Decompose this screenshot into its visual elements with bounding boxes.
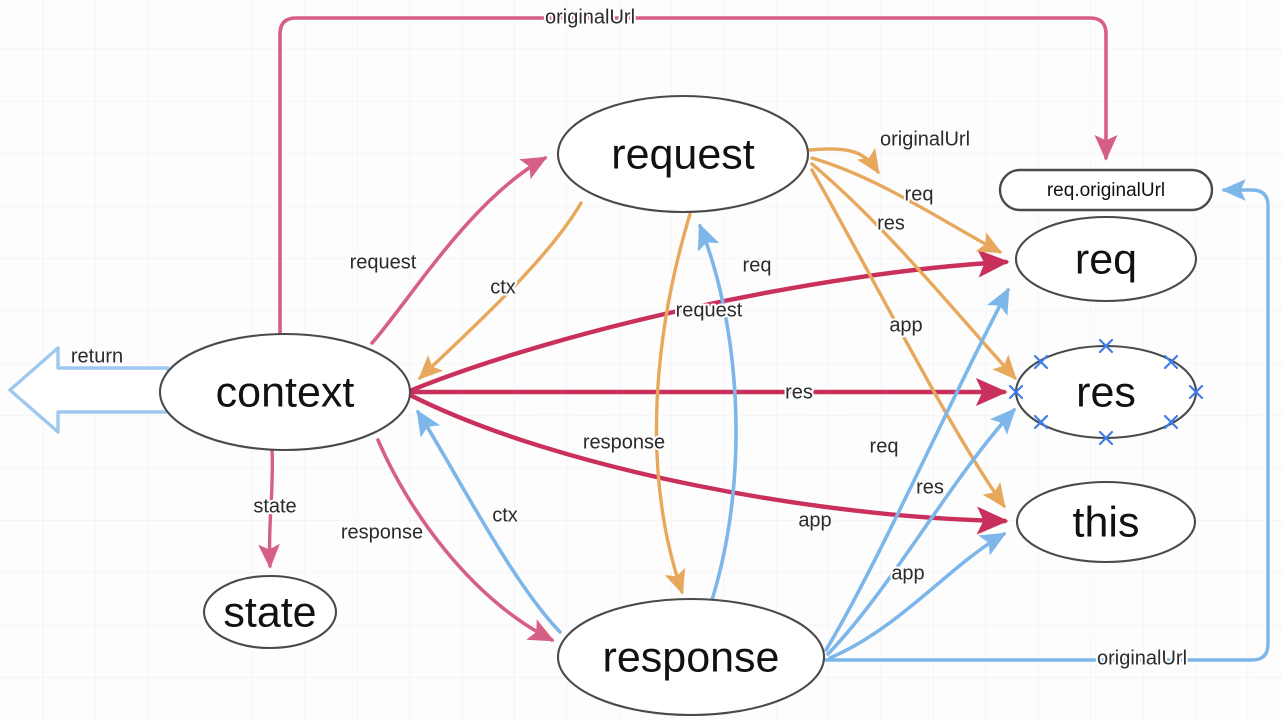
edge-response-to-request[interactable] — [697, 223, 738, 602]
resize-handle-se[interactable] — [1163, 414, 1179, 430]
resize-handle-e[interactable] — [1188, 384, 1204, 400]
node-request[interactable]: request — [556, 94, 810, 214]
edge-label-response-ctx: ctx — [492, 504, 518, 526]
node-state-label: state — [223, 588, 316, 636]
node-req[interactable]: req — [1014, 215, 1198, 303]
edge-context-to-request[interactable] — [370, 156, 548, 345]
edge-request-to-context-ctx[interactable] — [418, 201, 583, 380]
edge-label-context-request: request — [350, 251, 417, 273]
edge-request-to-req-originalurl[interactable] — [808, 147, 880, 175]
edge-label-request-originalurl: originalUrl — [880, 128, 970, 150]
node-response[interactable]: response — [556, 597, 826, 717]
node-this-label: this — [1073, 498, 1140, 546]
edge-response-to-context-ctx[interactable] — [416, 409, 562, 634]
node-response-label: response — [603, 633, 780, 681]
resize-handle-nw[interactable] — [1033, 354, 1049, 370]
edge-response-to-this[interactable] — [828, 532, 1007, 660]
edge-label-context-req: req — [743, 254, 772, 276]
edge-label-context-this-app: app — [798, 509, 831, 531]
edge-label-context-res: res — [785, 381, 813, 403]
edge-label-context-response: response — [341, 521, 423, 543]
edge-label-originalurl-bottom: originalUrl — [1097, 647, 1187, 669]
node-req-originalurl-label: req.originalUrl — [1047, 180, 1165, 201]
edge-response-to-req[interactable] — [824, 287, 1010, 652]
resize-handle-sw[interactable] — [1033, 414, 1049, 430]
return-arrow-label: return — [71, 345, 123, 367]
return-block-arrow[interactable] — [8, 346, 170, 434]
resize-handle-ne[interactable] — [1163, 354, 1179, 370]
edge-context-to-state[interactable] — [258, 448, 280, 569]
edge-label-request-response: response — [583, 431, 665, 453]
edge-label-request-ctx: ctx — [490, 276, 516, 298]
edge-label-response-this-app: app — [891, 562, 924, 584]
node-req-label: req — [1075, 235, 1137, 283]
selection-handles-res[interactable] — [1008, 338, 1204, 446]
edge-context-to-req-originalurl-top[interactable] — [278, 16, 1118, 336]
node-res[interactable]: res — [1008, 338, 1204, 446]
node-request-label: request — [611, 130, 754, 178]
edge-context-to-req[interactable] — [409, 249, 1010, 393]
edge-label-response-res: res — [916, 476, 944, 498]
edge-request-to-this[interactable] — [810, 168, 1006, 509]
edge-response-to-res[interactable] — [826, 407, 1016, 656]
edge-context-to-this[interactable] — [409, 393, 1009, 535]
resize-handle-n[interactable] — [1098, 338, 1114, 354]
edge-label-response-req: req — [870, 435, 899, 457]
node-res-label: res — [1076, 368, 1136, 416]
edge-request-to-response[interactable] — [654, 212, 692, 595]
node-context-label: context — [216, 368, 355, 416]
node-req-originalurl[interactable]: req.originalUrl — [998, 168, 1214, 212]
edge-context-to-response[interactable] — [376, 438, 555, 642]
node-this[interactable]: this — [1015, 480, 1197, 564]
edge-label-request-this-app: app — [889, 314, 922, 336]
edge-label-context-state: state — [253, 495, 296, 517]
edge-request-to-req[interactable] — [810, 156, 1003, 254]
edge-request-to-res[interactable] — [810, 162, 1017, 381]
edge-label-request-res: res — [877, 212, 905, 234]
edge-label-request-req: req — [905, 183, 934, 205]
edge-label-originalurl-top: originalUrl — [545, 6, 635, 28]
resize-handle-w[interactable] — [1008, 384, 1024, 400]
node-state[interactable]: state — [202, 574, 338, 650]
edge-label-response-request: request — [676, 299, 743, 321]
node-context[interactable]: context — [158, 332, 412, 452]
resize-handle-s[interactable] — [1098, 430, 1114, 446]
edge-response-to-req-originalurl-bottom[interactable] — [824, 179, 1270, 662]
